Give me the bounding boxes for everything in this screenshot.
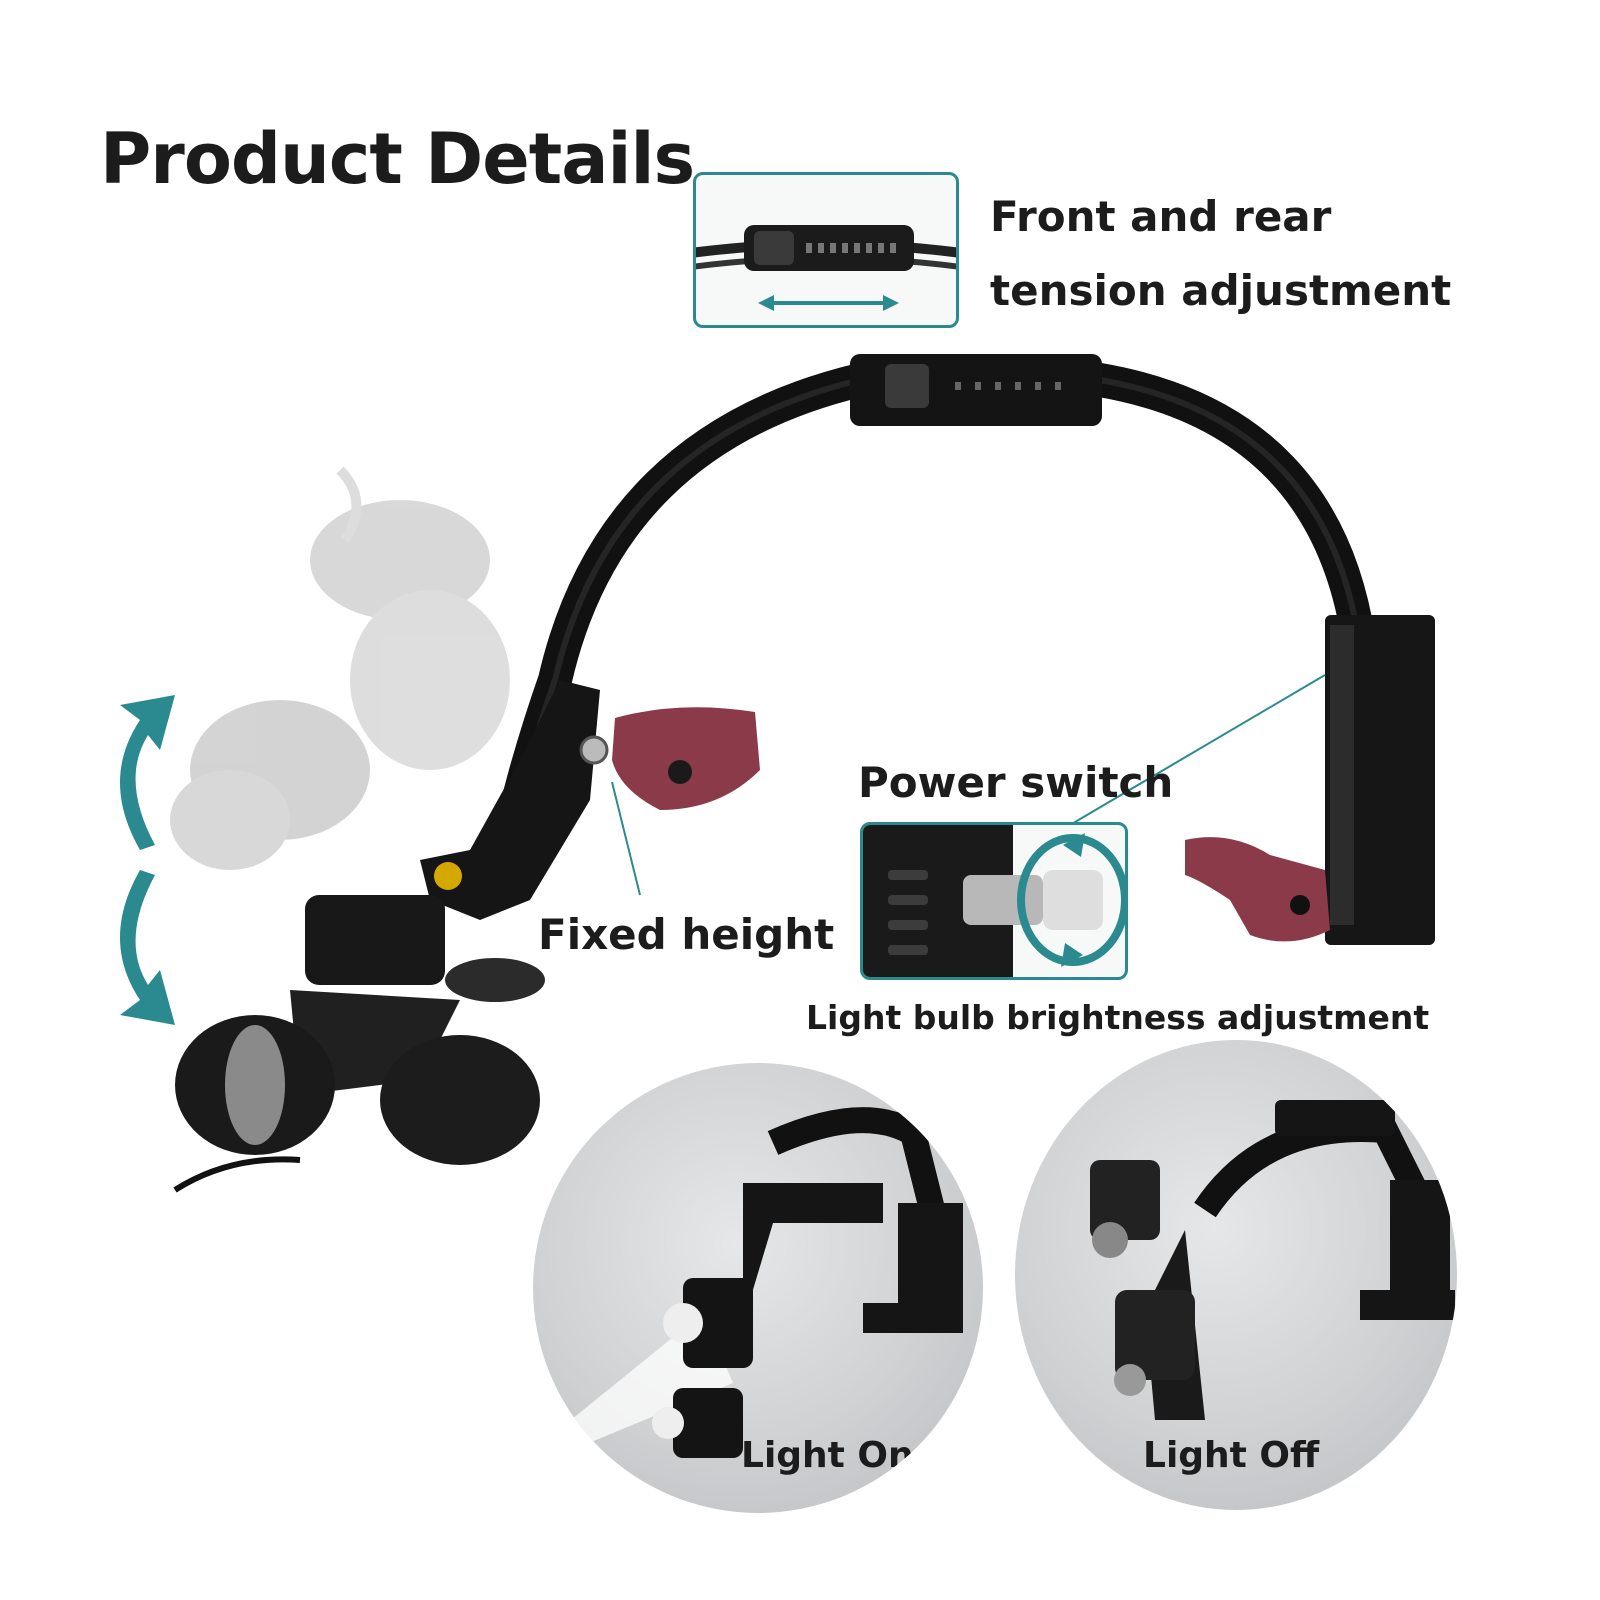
power-switch-inset xyxy=(860,822,1128,980)
page-title: Product Details xyxy=(100,118,695,200)
light-off-image xyxy=(1090,1100,1455,1420)
light-on-image xyxy=(533,1107,963,1467)
fixed-height-label: Fixed height xyxy=(538,910,835,959)
light-off-label: Light Off xyxy=(1143,1435,1320,1476)
tension-label-line1: Front and rear xyxy=(990,192,1332,241)
rotation-arrows xyxy=(120,695,175,1025)
power-switch-label: Power switch xyxy=(858,758,1174,807)
light-off-circle: Light Off xyxy=(1015,1040,1457,1510)
loupe-dark xyxy=(173,895,545,1193)
tension-inset xyxy=(693,172,959,328)
light-on-circle: Light On xyxy=(533,1063,983,1513)
loupe-ghost xyxy=(170,466,510,870)
light-on-label: Light On xyxy=(741,1435,914,1476)
tension-slider-image xyxy=(696,225,956,311)
brightness-label: Light bulb brightness adjustment xyxy=(806,998,1430,1037)
power-switch-image xyxy=(863,825,1125,977)
tension-label-line2: tension adjustment xyxy=(990,266,1452,315)
